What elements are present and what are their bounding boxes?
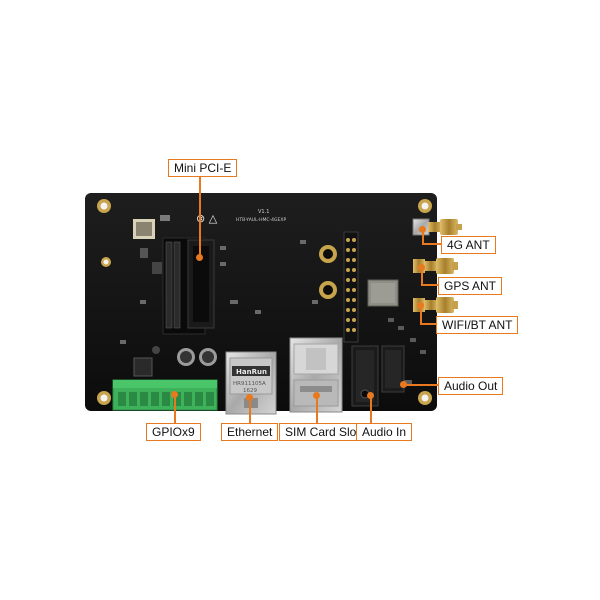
pin-sim-slot — [313, 392, 320, 399]
callout-audio-in: Audio In — [356, 423, 413, 441]
ethernet-jack: HanRun HR911105A 1629 — [225, 351, 277, 415]
esd-symbol: ⊗ △ — [196, 212, 218, 225]
gpio-header-column — [343, 231, 359, 343]
callout-ethernet: Ethernet — [221, 423, 279, 441]
ethernet-part: HR911105A — [233, 381, 266, 387]
callout-gps-ant: GPS ANT — [438, 277, 503, 295]
callout-gpio: GPIOx9 — [146, 423, 201, 441]
gpio-terminal-block — [112, 379, 218, 411]
callout-wifi-bt-ant: WIFI/BT ANT — [436, 316, 519, 334]
callout-sim-slot: SIM Card Slot — [279, 423, 366, 441]
capacitors — [152, 346, 217, 366]
pin-wifi-bt-ant — [417, 302, 424, 309]
callout-audio-out: Audio Out — [438, 377, 504, 395]
gpio-pins — [346, 238, 356, 332]
mounting-holes — [97, 199, 432, 405]
callout-4g-ant: 4G ANT — [441, 236, 496, 254]
version-text: V1.1 — [258, 209, 269, 215]
pin-audio-in — [367, 392, 374, 399]
audio-out-jack — [381, 345, 405, 393]
leader-audio-out — [404, 384, 439, 386]
leader-sim-slot — [316, 396, 318, 424]
model-text: HTB-YAUL-HMC-4GEXP — [236, 217, 286, 223]
ethernet-code: 1629 — [243, 388, 257, 394]
pin-audio-out — [400, 381, 407, 388]
antenna-gps-connector — [413, 258, 458, 274]
leader-audio-in — [370, 396, 372, 424]
inductor — [133, 357, 153, 377]
pin-4g-ant — [419, 226, 426, 233]
pin-mini-pcie — [196, 254, 203, 261]
pin-gps-ant — [418, 264, 425, 271]
pin-ethernet — [246, 394, 253, 401]
pin-gpio — [171, 391, 178, 398]
callout-mini-pcie: Mini PCI-E — [168, 159, 238, 177]
right-smd — [388, 318, 426, 386]
sim-card-slot — [289, 337, 343, 413]
leader-4g-ant — [422, 243, 442, 245]
leader-mini-pcie — [199, 177, 201, 257]
leader-ethernet — [249, 398, 251, 424]
leader-gps-ant — [421, 284, 439, 286]
header-pins-left — [165, 241, 181, 329]
audio-in-jack — [351, 345, 379, 407]
ethernet-brand: HanRun — [236, 368, 267, 376]
leader-wifi-bt-ant — [420, 323, 437, 325]
small-smd — [120, 240, 318, 344]
leader-gpio — [174, 395, 176, 424]
